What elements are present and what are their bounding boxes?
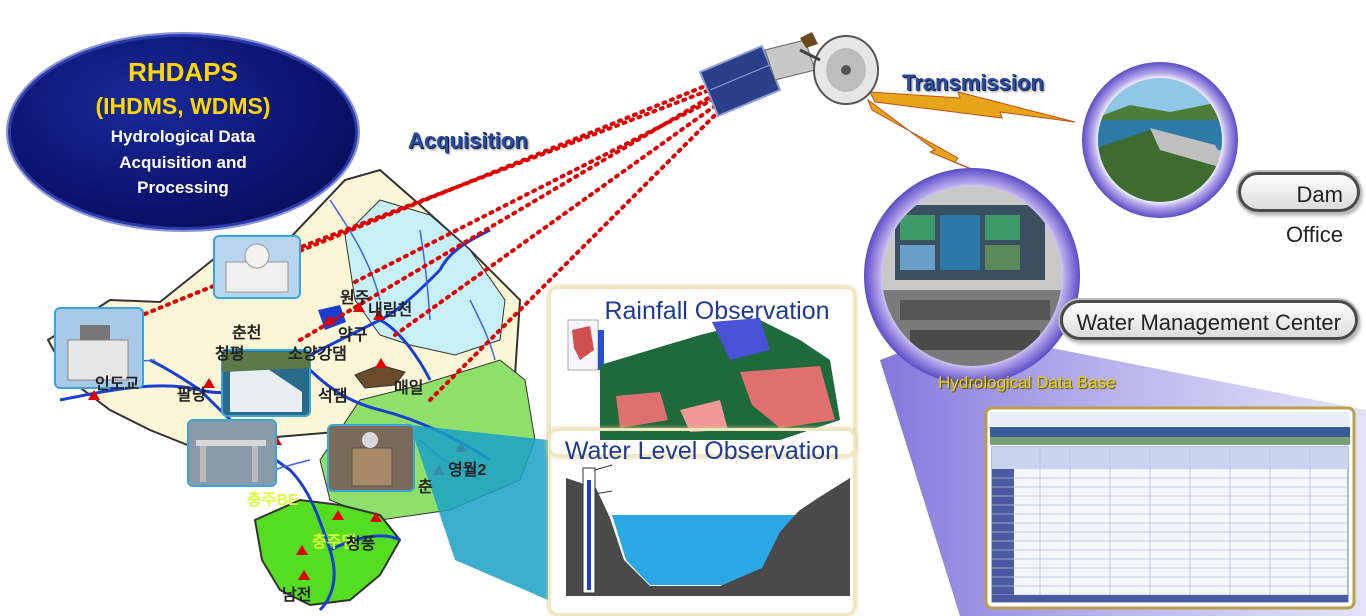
- station-photo: [327, 424, 415, 492]
- place-label: 원주: [340, 290, 370, 307]
- place-label: 팔당: [177, 387, 207, 404]
- station-photo: [54, 307, 144, 389]
- rhdaps-subtitle: (IHDMS, WDMS): [95, 93, 271, 119]
- place-label: 내림천: [368, 302, 413, 319]
- rhdaps-ellipse: RHDAPS (IHDMS, WDMS) Hydrological Data A…: [8, 34, 358, 230]
- transmission-bolt: [869, 91, 1076, 123]
- dam-office-label: Dam Office: [1238, 172, 1360, 247]
- station-photo: [221, 349, 311, 417]
- place-label: 매일: [394, 380, 424, 397]
- station-photo: [187, 419, 277, 487]
- rhdaps-line-3: Processing: [137, 178, 229, 197]
- acquisition-links: [128, 80, 730, 402]
- rhdaps-line-1: Hydrological Data: [110, 127, 256, 146]
- water-level-diagram: [566, 464, 850, 596]
- place-label: 청풍: [346, 536, 376, 553]
- place-label: 청평: [215, 346, 245, 363]
- zoom-cone: [410, 425, 548, 600]
- rhdaps-line-2: Acquisition and: [119, 153, 247, 172]
- water-level-panel: Water Level Observation: [548, 428, 856, 616]
- map-region-lime: [253, 498, 402, 607]
- satellite-icon: [698, 32, 879, 118]
- rhdaps-title: RHDAPS: [128, 57, 238, 87]
- dam-photo: [1098, 78, 1222, 202]
- place-label: 석댐: [318, 388, 348, 405]
- place-label: 영월2: [448, 462, 487, 479]
- rainfall-panel: Rainfall Observation: [548, 286, 856, 457]
- place-label: 춘: [418, 479, 433, 496]
- transmission-label: Transmission: [902, 70, 1044, 95]
- place-label: 약구: [338, 327, 368, 344]
- place-label: 소양강댐: [288, 346, 347, 363]
- place-label: 남전: [282, 587, 312, 604]
- database-screenshot: [984, 406, 1356, 610]
- place-label: 충주BE: [247, 492, 299, 509]
- place-label: 인도교: [95, 376, 140, 393]
- place-label: 춘천: [232, 325, 262, 342]
- rainfall-map: [567, 318, 840, 440]
- water-center-label: Water Management Center: [1060, 300, 1358, 340]
- place-label: 충주댐: [312, 534, 357, 551]
- acquisition-label: Acquisition: [408, 128, 528, 153]
- station-photo: [213, 235, 301, 299]
- database-label: Hydrological Data Base: [938, 373, 1116, 392]
- water-level-title: Water Level Observation: [564, 437, 840, 465]
- rainfall-title: Rainfall Observation: [604, 297, 830, 325]
